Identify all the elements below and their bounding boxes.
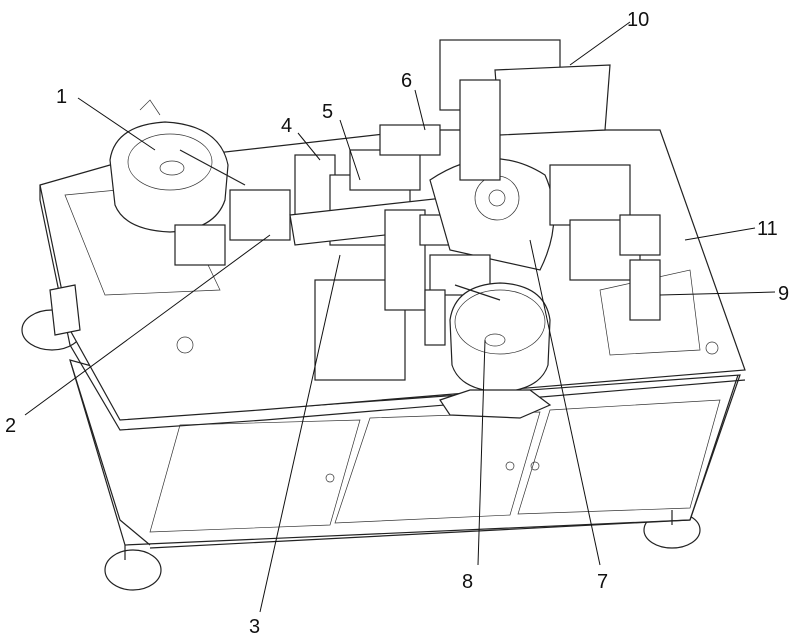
label-5: 5 bbox=[322, 101, 333, 123]
label-7: 7 bbox=[597, 571, 608, 593]
label-11: 11 bbox=[757, 218, 778, 240]
label-9: 9 bbox=[778, 283, 789, 305]
label-1: 1 bbox=[56, 86, 67, 108]
label-6: 6 bbox=[401, 70, 412, 92]
feeder-bowl-1 bbox=[109, 99, 246, 233]
label-4: 4 bbox=[281, 115, 292, 137]
label-10: 10 bbox=[627, 9, 649, 31]
label-2: 2 bbox=[5, 415, 16, 437]
label-8: 8 bbox=[462, 571, 473, 593]
leader-lines bbox=[24, 21, 776, 613]
feeder-bowl-8 bbox=[439, 282, 552, 419]
label-3: 3 bbox=[249, 616, 260, 638]
reference-numerals: 1 2 3 4 5 6 7 8 9 10 11 bbox=[5, 9, 789, 638]
